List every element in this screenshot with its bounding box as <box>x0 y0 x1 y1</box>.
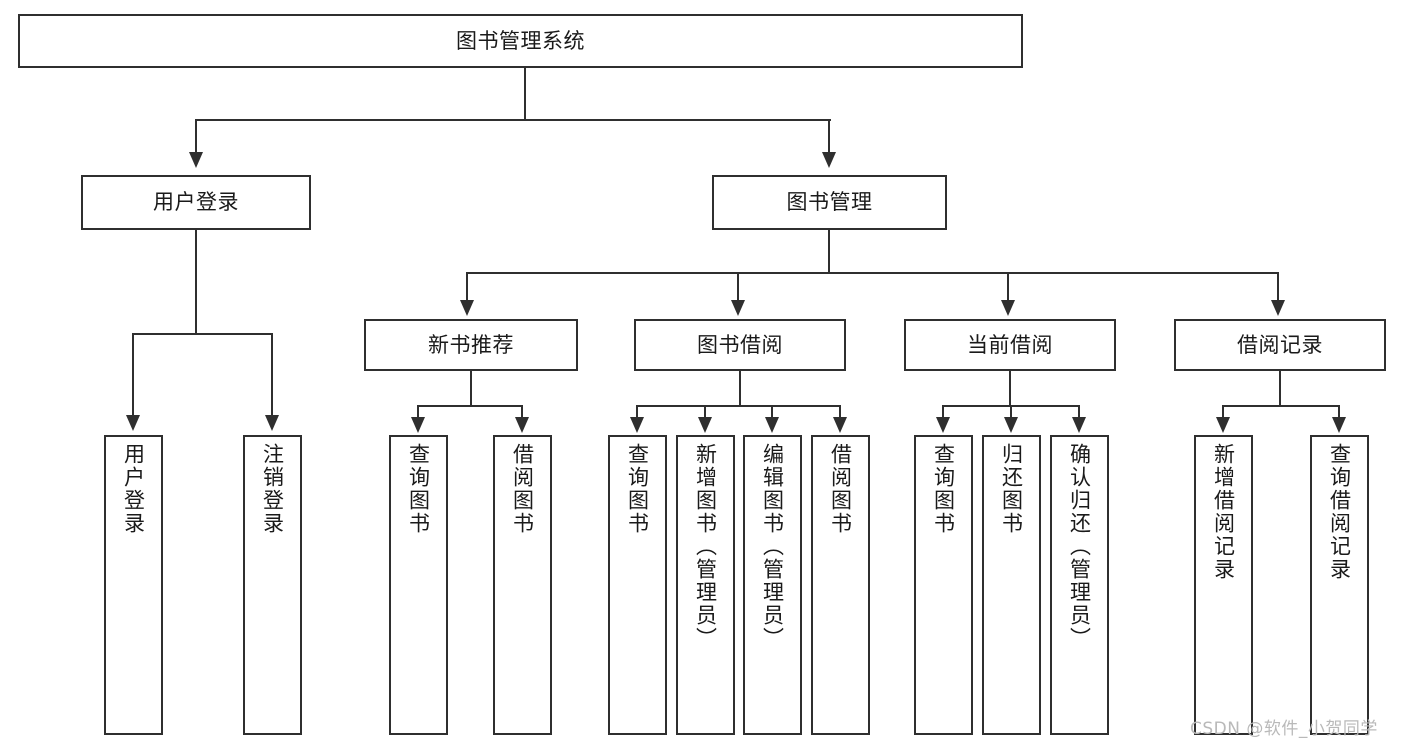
node-user-login-label: 用户登录 <box>153 190 239 215</box>
leaf-query-book-2[interactable]: 查询图书 <box>608 435 667 735</box>
edge-to-book-manage <box>828 119 830 154</box>
arrowhead-leaf-query-book-3 <box>936 417 950 433</box>
leaf-add-record-label: 新增借阅记录 <box>1211 443 1236 581</box>
arrowhead-current-borrow <box>1001 300 1015 316</box>
edge-nbr-drop-2 <box>521 405 523 419</box>
arrowhead-leaf-add-record <box>1216 417 1230 433</box>
edge-new-book-recommend-stem <box>470 371 472 406</box>
leaf-borrow-book-1-label: 借阅图书 <box>510 443 535 535</box>
edge-borrow-record-bus <box>1223 405 1340 407</box>
node-book-manage[interactable]: 图书管理 <box>712 175 947 230</box>
edge-user-login-drop-1 <box>132 333 134 417</box>
arrowhead-leaf-confirm-return <box>1072 417 1086 433</box>
leaf-query-record[interactable]: 查询借阅记录 <box>1310 435 1369 735</box>
leaf-return-book[interactable]: 归还图书 <box>982 435 1041 735</box>
arrowhead-leaf-add-book <box>698 417 712 433</box>
arrowhead-leaf-borrow-book-1 <box>515 417 529 433</box>
node-user-login[interactable]: 用户登录 <box>81 175 311 230</box>
arrowhead-leaf-query-record <box>1332 417 1346 433</box>
edge-book-borrow-bus <box>637 405 841 407</box>
leaf-confirm-return-label: 确认归还（管理员） <box>1067 443 1092 650</box>
edge-current-borrow-stem <box>1009 371 1011 406</box>
leaf-user-login[interactable]: 用户登录 <box>104 435 163 735</box>
edge-to-user-login <box>195 119 197 154</box>
edge-cb-drop-1 <box>942 405 944 419</box>
leaf-query-book-2-label: 查询图书 <box>625 443 650 535</box>
leaf-query-book-3[interactable]: 查询图书 <box>914 435 973 735</box>
arrowhead-user-login <box>189 152 203 168</box>
node-current-borrow-label: 当前借阅 <box>967 332 1053 357</box>
arrowhead-leaf-edit-book <box>765 417 779 433</box>
leaf-return-book-label: 归还图书 <box>999 443 1024 535</box>
edge-bb-drop-1 <box>636 405 638 419</box>
edge-to-current-borrow <box>1007 272 1009 302</box>
edge-cb-drop-2 <box>1010 405 1012 419</box>
leaf-confirm-return[interactable]: 确认归还（管理员） <box>1050 435 1109 735</box>
arrowhead-book-manage <box>822 152 836 168</box>
node-borrow-record[interactable]: 借阅记录 <box>1174 319 1386 371</box>
leaf-user-login-label: 用户登录 <box>121 443 146 535</box>
node-root[interactable]: 图书管理系统 <box>18 14 1023 68</box>
edge-user-login-stem <box>195 230 197 334</box>
arrowhead-book-borrow <box>731 300 745 316</box>
edge-book-borrow-stem <box>739 371 741 406</box>
edge-br-drop-1 <box>1222 405 1224 419</box>
arrowhead-leaf-return-book <box>1004 417 1018 433</box>
node-new-book-recommend-label: 新书推荐 <box>428 332 514 357</box>
edge-level2-bus <box>196 119 831 121</box>
arrowhead-leaf-user-login <box>126 415 140 431</box>
leaf-edit-book[interactable]: 编辑图书（管理员） <box>743 435 802 735</box>
leaf-add-book[interactable]: 新增图书（管理员） <box>676 435 735 735</box>
edge-to-borrow-record <box>1277 272 1279 302</box>
edge-bb-drop-2 <box>704 405 706 419</box>
leaf-add-book-label: 新增图书（管理员） <box>693 443 718 650</box>
edge-user-login-drop-2 <box>271 333 273 417</box>
leaf-borrow-book-2-label: 借阅图书 <box>828 443 853 535</box>
leaf-borrow-book-1[interactable]: 借阅图书 <box>493 435 552 735</box>
node-new-book-recommend[interactable]: 新书推荐 <box>364 319 578 371</box>
edge-nbr-drop-1 <box>417 405 419 419</box>
leaf-add-record[interactable]: 新增借阅记录 <box>1194 435 1253 735</box>
edge-book-manage-stem <box>828 230 830 273</box>
leaf-edit-book-label: 编辑图书（管理员） <box>760 443 785 650</box>
edge-user-login-bus <box>133 333 273 335</box>
edge-new-book-recommend-bus <box>418 405 523 407</box>
edge-to-book-borrow <box>737 272 739 302</box>
edge-cb-drop-3 <box>1078 405 1080 419</box>
node-current-borrow[interactable]: 当前借阅 <box>904 319 1116 371</box>
arrowhead-leaf-borrow-book-2 <box>833 417 847 433</box>
leaf-logout-login[interactable]: 注销登录 <box>243 435 302 735</box>
node-book-borrow[interactable]: 图书借阅 <box>634 319 846 371</box>
edge-level3-bus <box>467 272 1279 274</box>
arrowhead-leaf-logout-login <box>265 415 279 431</box>
edge-bb-drop-3 <box>771 405 773 419</box>
node-borrow-record-label: 借阅记录 <box>1237 332 1323 357</box>
node-root-label: 图书管理系统 <box>456 28 585 53</box>
edge-to-new-book-recommend <box>466 272 468 302</box>
leaf-query-book-3-label: 查询图书 <box>931 443 956 535</box>
leaf-borrow-book-2[interactable]: 借阅图书 <box>811 435 870 735</box>
node-book-borrow-label: 图书借阅 <box>697 332 783 357</box>
leaf-query-book-1[interactable]: 查询图书 <box>389 435 448 735</box>
arrowhead-leaf-query-book-1 <box>411 417 425 433</box>
arrowhead-borrow-record <box>1271 300 1285 316</box>
edge-borrow-record-stem <box>1279 371 1281 406</box>
leaf-query-record-label: 查询借阅记录 <box>1327 443 1352 581</box>
node-book-manage-label: 图书管理 <box>786 190 873 215</box>
csdn-watermark: CSDN @软件_小贺同学 <box>1190 719 1378 739</box>
leaf-logout-login-label: 注销登录 <box>260 443 285 535</box>
arrowhead-new-book-recommend <box>460 300 474 316</box>
edge-br-drop-2 <box>1338 405 1340 419</box>
edge-bb-drop-4 <box>839 405 841 419</box>
arrowhead-leaf-query-book-2 <box>630 417 644 433</box>
edge-root-stem <box>524 68 526 120</box>
leaf-query-book-1-label: 查询图书 <box>406 443 431 535</box>
